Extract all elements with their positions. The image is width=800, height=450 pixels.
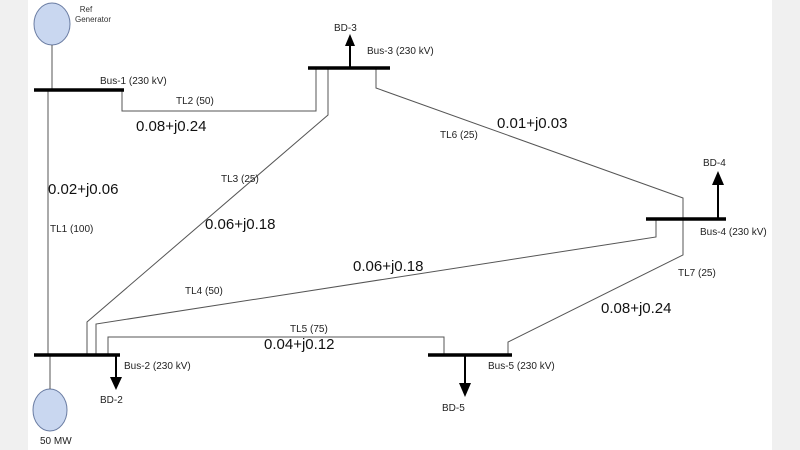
- bd5-arrow-icon: [459, 383, 471, 397]
- tl4-name: TL4 (50): [185, 286, 223, 297]
- tl5-name: TL5 (75): [290, 324, 328, 335]
- bd4-arrow-icon: [712, 171, 724, 185]
- bus-4-label: Bus-4 (230 kV): [700, 227, 767, 238]
- tl7-impedance: 0.08+j0.24: [601, 300, 671, 317]
- bus-5-label: Bus-5 (230 kV): [488, 361, 555, 372]
- tl2-name: TL2 (50): [176, 96, 214, 107]
- ref-generator-label-line1: Ref: [80, 5, 93, 14]
- tl7-name: TL7 (25): [678, 268, 716, 279]
- bus-2-label: Bus-2 (230 kV): [124, 361, 191, 372]
- tl5-impedance: 0.04+j0.12: [264, 336, 334, 353]
- tl4-impedance: 0.06+j0.18: [353, 258, 423, 275]
- bd2-arrow-icon: [110, 377, 122, 390]
- generator-50mw-icon: [32, 388, 68, 432]
- tl6-line: [375, 68, 684, 219]
- right-margin: [772, 0, 800, 450]
- tl6-name: TL6 (25): [440, 130, 478, 141]
- bd3-label: BD-3: [334, 23, 357, 34]
- tl1-name: TL1 (100): [50, 224, 93, 235]
- bd2-label: BD-2: [100, 395, 123, 406]
- tl2-impedance: 0.08+j0.24: [136, 118, 206, 135]
- tl3-impedance: 0.06+j0.18: [205, 216, 275, 233]
- tl3-name: TL3 (25): [221, 174, 259, 185]
- ref-generator-icon: [33, 2, 71, 46]
- tl4-line: [95, 219, 657, 355]
- bus-1-label: Bus-1 (230 kV): [100, 76, 167, 87]
- bus-3-label: Bus-3 (230 kV): [367, 46, 434, 57]
- tl5-line: [107, 336, 445, 355]
- ref-generator-label-line2: Generator: [75, 15, 111, 24]
- tl6-impedance: 0.01+j0.03: [497, 115, 567, 132]
- generator-50mw-label: 50 MW: [40, 436, 72, 447]
- left-margin: [0, 0, 28, 450]
- bd5-label: BD-5: [442, 403, 465, 414]
- tl3-line: [86, 68, 329, 355]
- tl2-line: [121, 68, 317, 112]
- tl1-impedance: 0.02+j0.06: [48, 181, 118, 198]
- bd4-label: BD-4: [703, 158, 726, 169]
- bd3-arrow-icon: [345, 34, 355, 46]
- tl7-line: [507, 219, 684, 355]
